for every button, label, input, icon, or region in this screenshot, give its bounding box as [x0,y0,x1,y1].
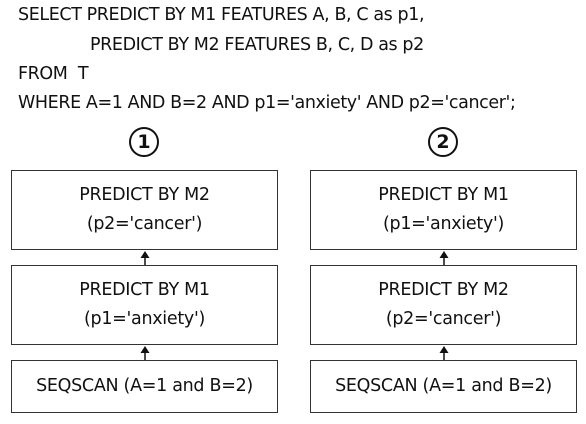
node-title: PREDICT BY M1 [378,185,509,205]
node-detail: (p2='cancer') [385,309,502,329]
sql-line-where: WHERE A=1 AND B=2 AND p1='anxiety' AND p… [18,93,516,113]
node-detail: (p1='anxiety') [83,309,205,329]
node-title: PREDICT BY M1 [79,280,210,300]
plan-2-node-seqscan: SEQSCAN (A=1 and B=2) [310,360,577,413]
plan-marker-1: 1 [129,127,159,157]
plan-2-arrow-up-1 [439,251,449,265]
plan-1-node-predict-m1: PREDICT BY M1 (p1='anxiety') [11,265,278,345]
plan-1-node-seqscan: SEQSCAN (A=1 and B=2) [11,360,278,413]
plan-1-node-predict-m2: PREDICT BY M2 (p2='cancer') [11,170,278,250]
plan-1-arrow-up-1 [140,251,150,265]
plan-2-node-predict-m1: PREDICT BY M1 (p1='anxiety') [310,170,577,250]
node-title: PREDICT BY M2 [378,280,509,300]
node-detail: (p2='cancer') [86,214,203,234]
node-title: PREDICT BY M2 [79,185,210,205]
sql-line-select: SELECT PREDICT BY M1 FEATURES A, B, C as… [18,5,425,25]
plan-2-node-predict-m2: PREDICT BY M2 (p2='cancer') [310,265,577,345]
plan-marker-2: 2 [428,127,458,157]
node-title: SEQSCAN (A=1 and B=2) [335,376,552,396]
node-title: SEQSCAN (A=1 and B=2) [36,376,253,396]
node-detail: (p1='anxiety') [382,214,504,234]
plan-2-arrow-up-2 [439,346,449,360]
sql-line-predict: PREDICT BY M2 FEATURES B, C, D as p2 [90,35,424,55]
sql-line-from: FROM T [18,64,89,84]
plan-1-arrow-up-2 [140,346,150,360]
